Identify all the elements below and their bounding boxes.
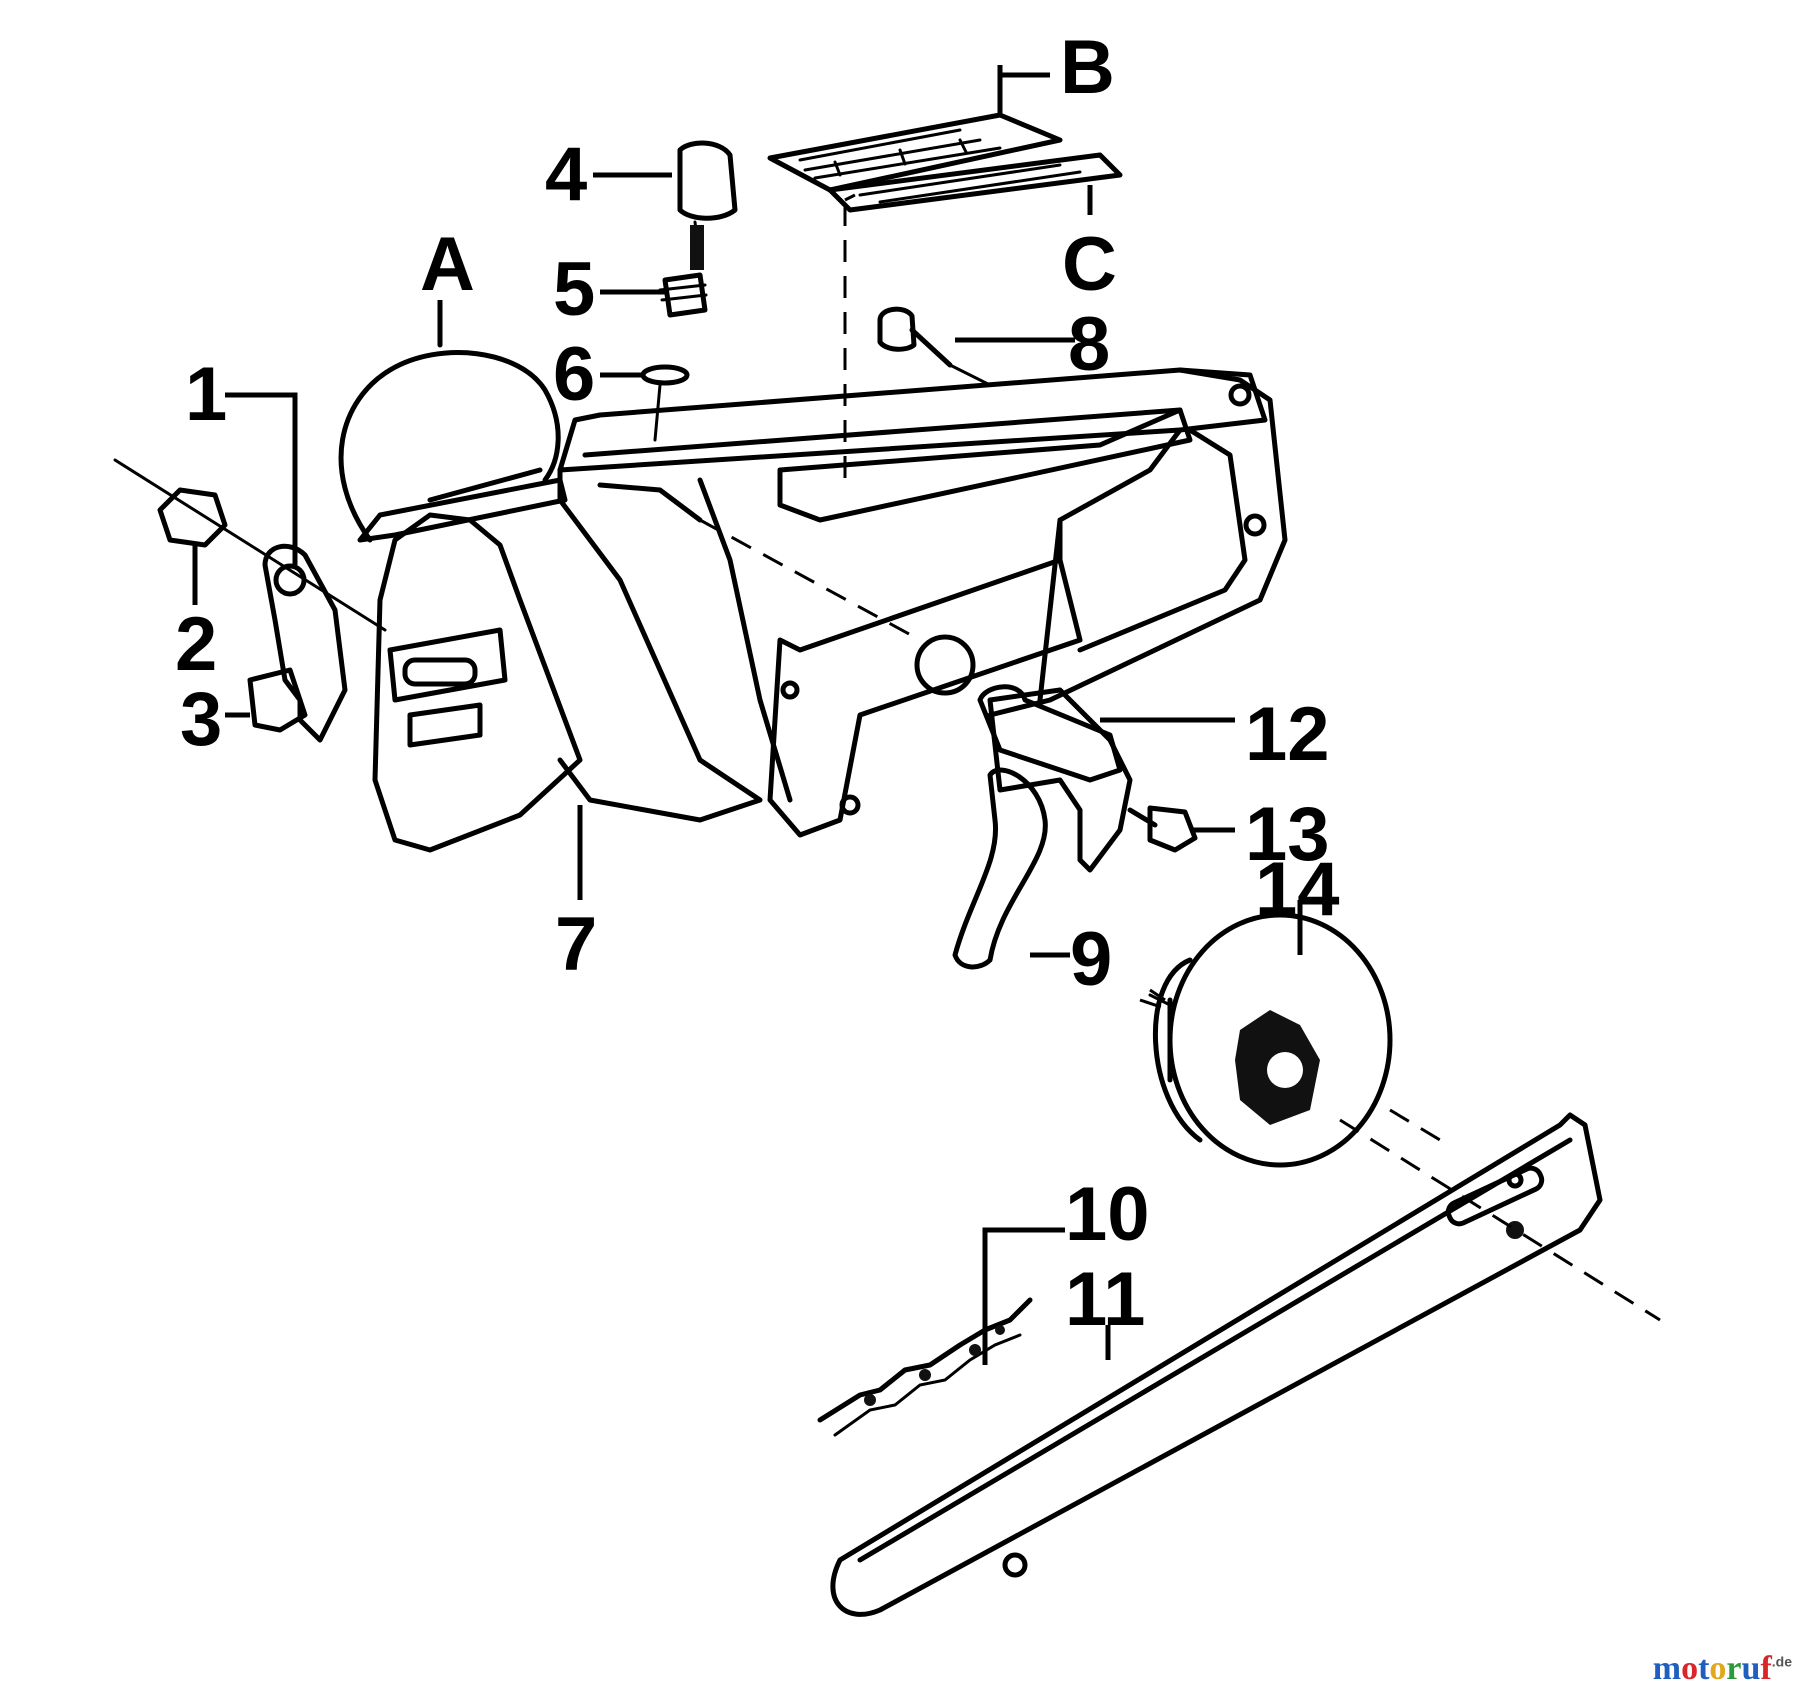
trigger-assembly (952, 684, 1198, 970)
label-5: 5 (553, 247, 595, 332)
label-a: A (420, 222, 475, 307)
leader-lines (192, 65, 1303, 1365)
guide-bar-part-11 (830, 1112, 1603, 1617)
saw-chain-part-10 (817, 1297, 1033, 1437)
label-12: 12 (1245, 692, 1330, 777)
assembly-lines (113, 193, 1661, 1322)
sprocket-drum-part-14 (1153, 912, 1393, 1168)
label-4: 4 (545, 132, 587, 217)
watermark-letter: u (1741, 1650, 1761, 1687)
label-2: 2 (175, 602, 217, 687)
label-1: 1 (185, 352, 227, 437)
watermark-letter: f (1760, 1650, 1772, 1687)
oil-cap-assembly (640, 140, 738, 442)
label-7: 7 (555, 902, 597, 987)
label-6: 6 (553, 332, 595, 417)
label-14: 14 (1255, 847, 1340, 932)
watermark-letter: m (1652, 1650, 1682, 1687)
label-b: B (1060, 25, 1115, 110)
bushing (914, 634, 976, 696)
watermark-letter: r (1726, 1650, 1742, 1687)
watermark-letter: o (1709, 1650, 1727, 1687)
watermark-logo: motoruf.de (1653, 1650, 1792, 1688)
left-small-parts (157, 487, 348, 743)
label-11: 11 (1065, 1257, 1145, 1342)
label-8: 8 (1068, 302, 1110, 387)
watermark-letter: t (1698, 1650, 1710, 1687)
callout-labels: B C A 1 2 3 4 5 6 7 8 9 10 11 12 13 14 (175, 25, 1340, 1342)
watermark-suffix: .de (1771, 1653, 1792, 1670)
watermark-letter: o (1681, 1650, 1699, 1687)
label-13: 13 (1245, 792, 1330, 877)
housing-part (357, 367, 1288, 853)
label-9: 9 (1070, 917, 1112, 1002)
label-plates (767, 112, 1123, 213)
screw-part-8 (877, 306, 992, 387)
label-c: C (1062, 222, 1117, 307)
label-3: 3 (180, 677, 222, 762)
label-10: 10 (1065, 1172, 1150, 1257)
